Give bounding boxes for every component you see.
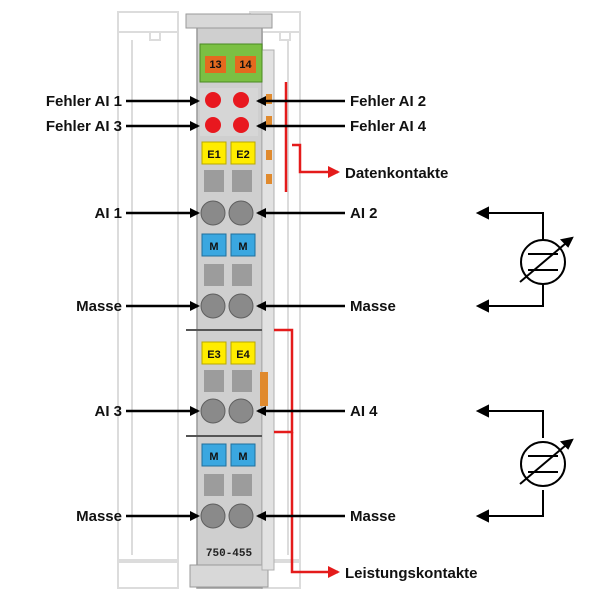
label-ai2: AI 2 (350, 205, 378, 222)
led-fehler-ai3 (205, 117, 221, 133)
release-slot (204, 264, 224, 286)
terminal-clamp-masse-left-lower (200, 503, 226, 529)
release-slot (232, 370, 252, 392)
release-slot (232, 170, 252, 192)
terminal-clamp-ai2 (228, 200, 254, 226)
terminal-clamp-ai4 (228, 398, 254, 424)
right-arrows (256, 96, 345, 521)
power-contacts (274, 328, 340, 578)
terminal-clamp-masse-left (200, 293, 226, 319)
label-ai4: AI 4 (350, 403, 378, 420)
release-slot (232, 474, 252, 496)
label-ai3: AI 3 (94, 403, 122, 420)
slot-tag-m3-label: M (209, 451, 218, 463)
slot-tag-e2 (230, 141, 256, 165)
release-slot (204, 170, 224, 192)
label-fehler-ai2: Fehler AI 2 (350, 93, 426, 110)
power-jumper-contact (260, 372, 268, 406)
label-masse-left-lower: Masse (76, 508, 122, 525)
label-leistungskontakte: Leistungskontakte (345, 565, 478, 582)
slot-tag-m (201, 233, 227, 257)
label-datenkontakte: Datenkontakte (345, 165, 448, 182)
terminal-clamp-masse-right-lower (228, 503, 254, 529)
module-bottom-bracket (189, 564, 269, 588)
terminal-clamp-masse-right (228, 293, 254, 319)
label-fehler-ai4: Fehler AI 4 (350, 118, 427, 135)
slot-tag-e4 (230, 341, 256, 365)
label-fehler-ai3: Fehler AI 3 (46, 118, 122, 135)
slot-tag-m2-label: M (238, 241, 247, 253)
terminal-clamp-ai1 (200, 200, 226, 226)
terminal-clamp-ai3 (200, 398, 226, 424)
data-contacts (266, 82, 340, 192)
top-tag-14 (235, 56, 256, 73)
slot-tag-e1 (201, 141, 227, 165)
module-top-bracket (185, 13, 273, 29)
label-ai1: AI 1 (94, 205, 122, 222)
label-fehler-ai1: Fehler AI 1 (46, 93, 122, 110)
label-masse-left: Masse (76, 298, 122, 315)
top-tag-13-label: 13 (209, 59, 221, 71)
left-arrows (126, 96, 200, 521)
slot-tag-e1-label: E1 (207, 149, 220, 161)
slot-tag-m (201, 443, 227, 467)
led-fehler-ai2 (233, 92, 249, 108)
slot-tag-e2-label: E2 (236, 149, 249, 161)
slot-tag-m1-label: M (209, 241, 218, 253)
current-source-icon (475, 404, 574, 523)
release-slot (204, 474, 224, 496)
top-tag-13 (205, 56, 226, 73)
led-fehler-ai1 (205, 92, 221, 108)
slot-tag-e3 (201, 341, 227, 365)
slot-tag-m (230, 443, 256, 467)
module-side-strip (261, 49, 275, 571)
current-source-icon (475, 206, 574, 313)
slot-tag-e4-label: E4 (236, 349, 250, 361)
slot-tag-m (230, 233, 256, 257)
label-masse-right: Masse (350, 298, 396, 315)
io-module: 13 14 E1 E2 M M E3 E4 (185, 13, 275, 589)
release-slot (204, 370, 224, 392)
led-fehler-ai4 (233, 117, 249, 133)
slot-tag-m4-label: M (238, 451, 247, 463)
top-tag-14-label: 14 (239, 59, 252, 71)
release-slot (232, 264, 252, 286)
label-masse-right-lower: Masse (350, 508, 396, 525)
slot-tag-e3-label: E3 (207, 349, 220, 361)
module-model-number: 750-455 (206, 548, 253, 560)
